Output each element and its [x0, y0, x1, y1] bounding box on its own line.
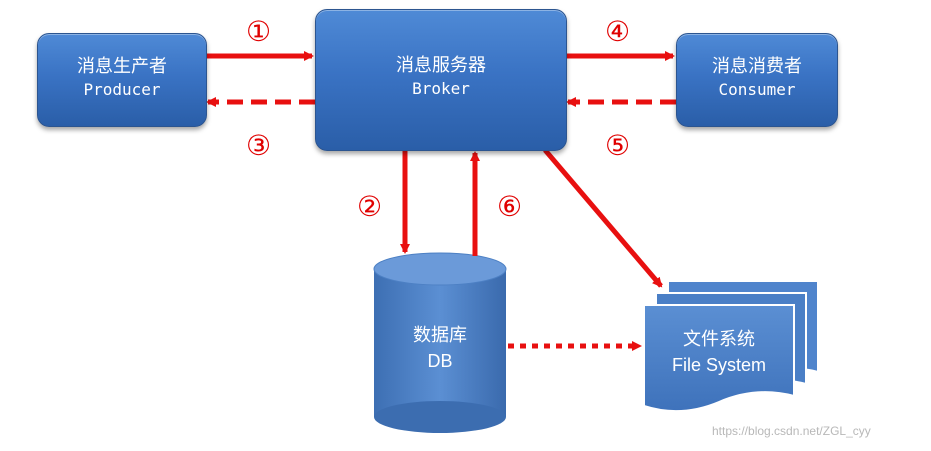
step-5-label: ⑤ [605, 129, 631, 162]
broker-box: 消息服务器 Broker [315, 9, 567, 151]
producer-box: 消息生产者 Producer [37, 33, 207, 127]
consumer-title: 消息消费者 [712, 56, 802, 77]
watermark-text: https://blog.csdn.net/ZGL_cyy [712, 424, 871, 438]
database-cylinder [373, 252, 507, 433]
broker-subtitle: Broker [412, 79, 470, 98]
filesystem-subtitle: File System [671, 355, 767, 375]
filesystem-title: 文件系统 [683, 329, 755, 349]
step-6-label: ⑥ [497, 190, 523, 223]
broker-title: 消息服务器 [396, 55, 486, 76]
consumer-subtitle: Consumer [718, 80, 796, 99]
step-4-label: ④ [605, 15, 631, 48]
filesystem-label: 文件系统 File System [650, 326, 788, 378]
step-1-label: ① [246, 15, 272, 48]
step-2-label: ② [357, 190, 383, 223]
filesystem-documents [643, 280, 819, 413]
database-label: 数据库 DB [377, 322, 503, 374]
database-title: 数据库 [413, 325, 467, 345]
arrow-broker-to-filesystem [543, 148, 663, 288]
consumer-box: 消息消费者 Consumer [676, 33, 838, 127]
producer-title: 消息生产者 [77, 56, 167, 77]
producer-subtitle: Producer [83, 80, 161, 99]
database-subtitle: DB [427, 351, 453, 371]
step-3-label: ③ [246, 129, 272, 162]
